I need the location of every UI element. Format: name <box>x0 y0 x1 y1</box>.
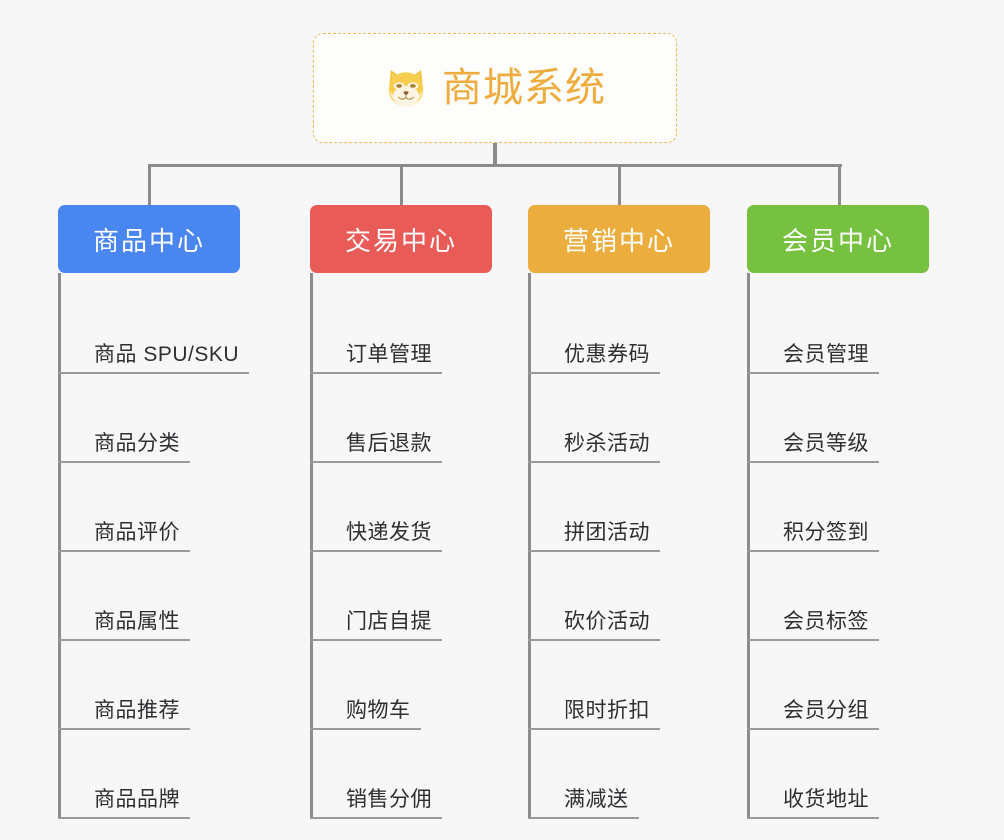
list-item[interactable]: 会员分组 <box>747 641 929 730</box>
leaf-label: 商品推荐 <box>58 699 190 730</box>
list-item[interactable]: 积分签到 <box>747 463 929 552</box>
connector-drop-2 <box>400 164 403 208</box>
root-title: 商城系统 <box>442 66 606 110</box>
connector-root-stem <box>493 143 497 167</box>
leaf-label: 砍价活动 <box>528 610 660 641</box>
list-item[interactable]: 门店自提 <box>310 552 492 641</box>
category-header-label: 营销中心 <box>562 225 675 256</box>
leaf-label: 满减送 <box>528 788 639 819</box>
category-column-会员中心: 会员中心 会员管理 会员等级 积分签到 会员标签 会员分组 收货地址 <box>747 205 929 819</box>
list-item[interactable]: 商品属性 <box>58 552 240 641</box>
leaf-list-4: 会员管理 会员等级 积分签到 会员标签 会员分组 收货地址 <box>747 273 929 819</box>
list-item[interactable]: 会员标签 <box>747 552 929 641</box>
leaf-label: 快递发货 <box>310 521 442 552</box>
category-header-3[interactable]: 营销中心 <box>528 205 710 273</box>
list-item[interactable]: 销售分佣 <box>310 730 492 819</box>
list-item[interactable]: 会员管理 <box>747 285 929 374</box>
leaf-label: 优惠券码 <box>528 343 660 374</box>
category-header-label: 商品中心 <box>92 225 205 256</box>
category-header-label: 交易中心 <box>344 225 457 256</box>
leaf-label: 商品品牌 <box>58 788 190 819</box>
leaf-label: 会员标签 <box>747 610 879 641</box>
leaf-label: 秒杀活动 <box>528 432 660 463</box>
leaf-label: 销售分佣 <box>310 788 442 819</box>
list-item[interactable]: 收货地址 <box>747 730 929 819</box>
shiba-inu-dog-icon <box>388 70 424 107</box>
list-item[interactable]: 拼团活动 <box>528 463 710 552</box>
leaf-list-2: 订单管理 售后退款 快递发货 门店自提 购物车 销售分佣 <box>310 273 492 819</box>
list-item[interactable]: 购物车 <box>310 641 492 730</box>
leaf-label: 收货地址 <box>747 788 879 819</box>
connector-drop-1 <box>148 164 151 208</box>
connector-bus <box>149 164 842 167</box>
list-item[interactable]: 商品推荐 <box>58 641 240 730</box>
leaf-label: 订单管理 <box>310 343 442 374</box>
category-column-营销中心: 营销中心 优惠券码 秒杀活动 拼团活动 砍价活动 限时折扣 满减送 <box>528 205 710 819</box>
list-item[interactable]: 优惠券码 <box>528 285 710 374</box>
root-node[interactable]: 商城系统 <box>313 33 677 143</box>
connector-drop-3 <box>618 164 621 208</box>
leaf-label: 会员等级 <box>747 432 879 463</box>
leaf-label: 售后退款 <box>310 432 442 463</box>
category-header-label: 会员中心 <box>781 225 894 256</box>
category-header-4[interactable]: 会员中心 <box>747 205 929 273</box>
category-header-2[interactable]: 交易中心 <box>310 205 492 273</box>
connector-drop-4 <box>838 164 841 208</box>
category-column-商品中心: 商品中心 商品 SPU/SKU 商品分类 商品评价 商品属性 商品推荐 商品品牌 <box>58 205 250 819</box>
list-item[interactable]: 限时折扣 <box>528 641 710 730</box>
leaf-label: 拼团活动 <box>528 521 660 552</box>
leaf-label: 商品属性 <box>58 610 190 641</box>
list-item[interactable]: 商品评价 <box>58 463 240 552</box>
list-item[interactable]: 商品品牌 <box>58 730 240 819</box>
list-item[interactable]: 商品分类 <box>58 374 240 463</box>
list-item[interactable]: 快递发货 <box>310 463 492 552</box>
leaf-list-3: 优惠券码 秒杀活动 拼团活动 砍价活动 限时折扣 满减送 <box>528 273 710 819</box>
leaf-label: 限时折扣 <box>528 699 660 730</box>
list-item[interactable]: 满减送 <box>528 730 710 819</box>
list-item[interactable]: 售后退款 <box>310 374 492 463</box>
category-column-交易中心: 交易中心 订单管理 售后退款 快递发货 门店自提 购物车 销售分佣 <box>310 205 492 819</box>
leaf-label: 商品评价 <box>58 521 190 552</box>
list-item[interactable]: 订单管理 <box>310 285 492 374</box>
leaf-label: 会员分组 <box>747 699 879 730</box>
category-header-1[interactable]: 商品中心 <box>58 205 240 273</box>
list-item[interactable]: 会员等级 <box>747 374 929 463</box>
list-item[interactable]: 秒杀活动 <box>528 374 710 463</box>
list-item[interactable]: 商品 SPU/SKU <box>58 285 250 374</box>
leaf-label: 商品 SPU/SKU <box>58 343 250 374</box>
leaf-label: 门店自提 <box>310 610 442 641</box>
leaf-label: 购物车 <box>310 699 421 730</box>
leaf-label: 商品分类 <box>58 432 190 463</box>
list-item[interactable]: 砍价活动 <box>528 552 710 641</box>
leaf-label: 会员管理 <box>747 343 879 374</box>
leaf-label: 积分签到 <box>747 521 879 552</box>
leaf-list-1: 商品 SPU/SKU 商品分类 商品评价 商品属性 商品推荐 商品品牌 <box>58 273 250 819</box>
